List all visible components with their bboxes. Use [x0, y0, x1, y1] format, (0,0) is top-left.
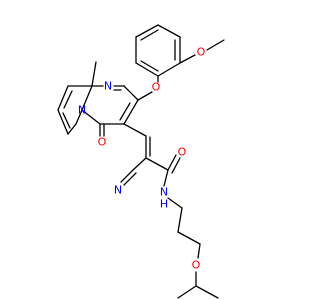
nitrile-group	[120, 157, 147, 186]
propyl-chain	[167, 197, 201, 245]
nitrile-nitrogen-label: N	[114, 184, 122, 197]
methoxy-group	[179, 39, 225, 64]
ring-carbonyl-oxygen-label: O	[98, 136, 107, 149]
ether-oxygen-label: O	[152, 81, 161, 94]
pyrimidine-nitrogen-label: N	[104, 80, 112, 93]
molecule-structure-diagram: O O N N O N O N H O	[57, 24, 225, 299]
amide-group	[145, 154, 181, 187]
ring-nitrogen-label: N	[78, 104, 86, 117]
pyridine-ring	[57, 85, 93, 135]
aryl-ether-link	[137, 75, 159, 101]
methoxy-oxygen-label: O	[197, 46, 206, 59]
ring-carbonyl	[99, 123, 105, 137]
methyl-group	[91, 61, 97, 87]
isopropyl-ether	[177, 243, 219, 299]
amide-nitrogen-label: N	[160, 186, 168, 199]
vinyl-linker	[123, 123, 151, 159]
methoxyphenyl-ring	[135, 24, 181, 77]
amide-hydrogen-label: H	[160, 198, 168, 211]
amide-oxygen-label: O	[178, 146, 187, 159]
chain-ether-oxygen-label: O	[192, 259, 201, 272]
